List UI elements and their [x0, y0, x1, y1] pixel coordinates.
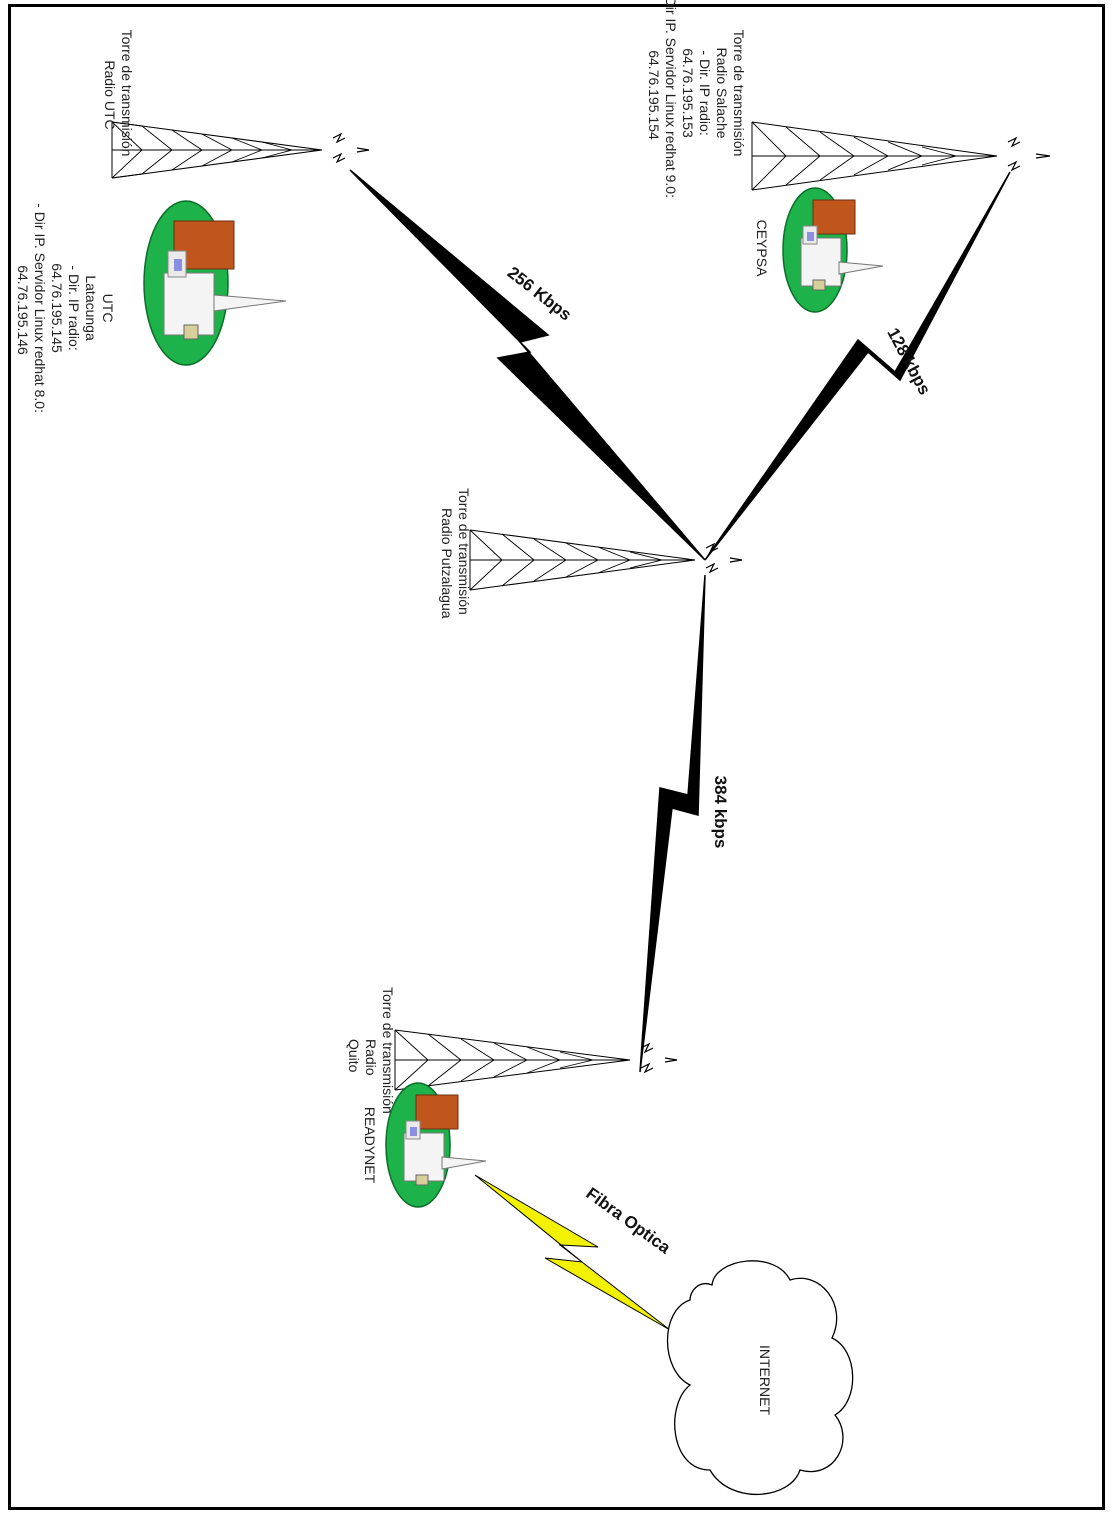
link-utc-putzalagua [349, 169, 706, 561]
tower-label-line: Quito [346, 1039, 362, 1073]
tower-label-line: Torre de transmisión [456, 488, 472, 615]
building-icon [143, 200, 287, 366]
tower-utc-label: Torre de transmisión Radio UTC [102, 30, 135, 161]
building-icon [385, 1082, 487, 1208]
site-label-line: 64.76.195.146 [15, 265, 31, 355]
tower-quito [394, 1029, 678, 1091]
building-icon [782, 187, 884, 313]
internet-label: INTERNET [757, 1345, 773, 1415]
tower-putzalagua-label: Torre de transmisión Radio Putzalagua [439, 488, 472, 619]
tower-label-line: Radio Putzalagua [439, 508, 455, 619]
site-utc [143, 200, 287, 366]
tower-label-line: Radio [363, 1039, 379, 1076]
site-ceypsa [782, 187, 884, 313]
tower-utc [111, 121, 370, 179]
tower-label-line: - Dir IP. Servidor Linux redhat 9.0: [663, 0, 679, 198]
site-label-line: Latacunga [83, 275, 99, 341]
tower-label-line: 64.76.195.154 [646, 50, 662, 140]
site-label-line: UTC [100, 294, 116, 323]
tower-label-line: 64.76.195.153 [680, 48, 696, 138]
tower-label-line: Torre de transmisión [380, 987, 396, 1114]
link-putzalagua-quito-label: 384 kbps [711, 776, 730, 849]
link-salache-putzalagua [704, 171, 1011, 561]
site-label-line: - Dir. IP radio: [66, 265, 82, 350]
link-fiber [474, 1174, 671, 1331]
diagram-frame [8, 4, 1105, 1510]
radio-tower-icon [111, 121, 370, 179]
site-readynet [385, 1082, 487, 1208]
tower-salache-label: Torre de transmisión Radio Salache - Dir… [646, 0, 747, 202]
site-readynet-label: READYNET [362, 1107, 378, 1184]
tower-putzalagua [469, 529, 743, 591]
site-utc-label: UTC Latacunga - Dir. IP radio: 64.76.195… [15, 203, 116, 417]
cloud-icon [666, 1260, 854, 1496]
radio-tower-icon [469, 529, 743, 591]
tower-label-line: Radio UTC [102, 60, 118, 129]
tower-quito-label: Torre de transmisión Radio Quito [346, 987, 396, 1118]
radio-tower-icon [751, 121, 1051, 191]
radio-tower-icon [394, 1029, 678, 1091]
internet-cloud [666, 1260, 854, 1496]
site-label-line: - Dir IP. Servidor Linux redhat 8.0: [32, 203, 48, 413]
tower-salache [751, 121, 1051, 191]
site-ceypsa-label: CEYPSA [754, 220, 770, 277]
tower-label-line: Radio Salache [714, 48, 730, 139]
tower-label-line: - Dir. IP radio: [697, 50, 713, 135]
link-putzalagua-quito [639, 574, 706, 1073]
tower-label-line: Torre de transmisión [119, 30, 135, 157]
link-salache-putzalagua-label: 128 kbps [883, 325, 934, 398]
tower-label-line: Torre de transmisión [731, 30, 747, 157]
site-label-line: 64.76.195.145 [49, 263, 65, 353]
